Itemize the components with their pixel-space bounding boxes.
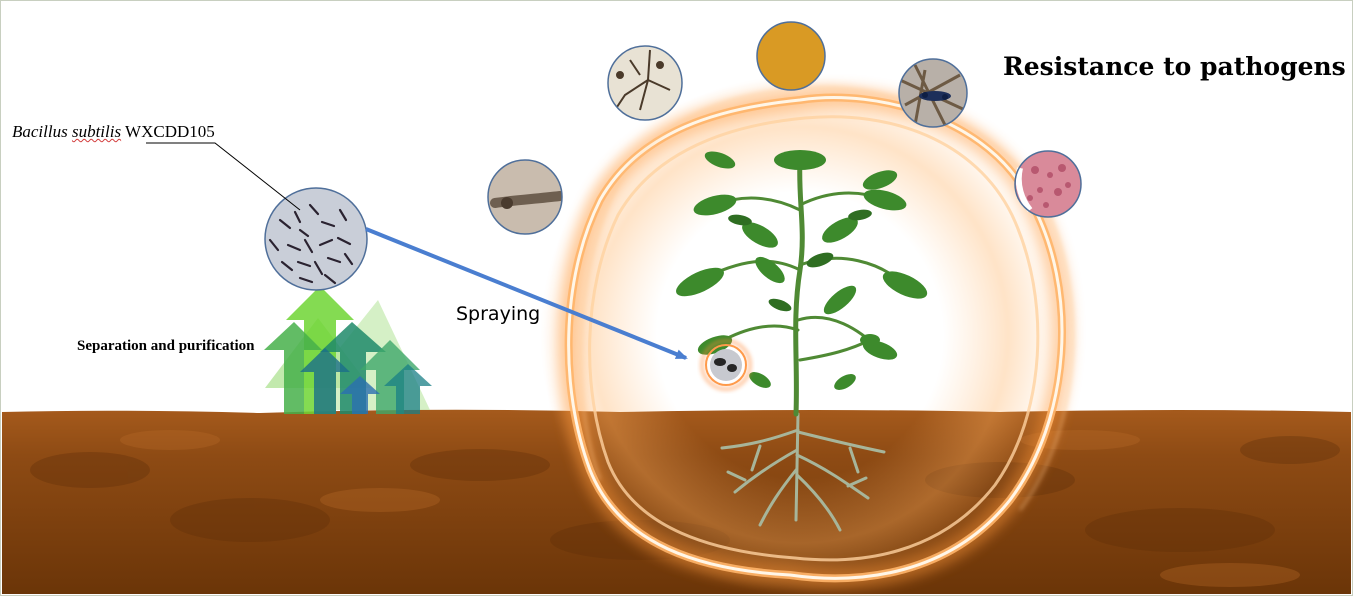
spraying-arrow [365,227,688,360]
pathogen-sample-2 [607,45,683,121]
pathogen-sample-5 [1014,150,1082,218]
spray-target-spot [700,339,752,391]
growth-arrows [264,286,432,414]
bacillus-microscope-circle [264,187,368,291]
organism-species: subtilis [71,122,122,141]
pathogen-sample-1 [487,159,563,235]
plant-leaves [676,150,928,390]
pathogen-sample-4 [898,58,968,128]
separation-label: Separation and purification [77,338,255,354]
spraying-label: Spraying [456,303,541,325]
organism-genus: Bacillus [12,122,68,141]
plant-roots [720,412,886,532]
organism-strain: WXCDD105 [125,122,215,141]
label-leader-line [146,142,301,211]
pathogen-sample-3 [756,21,826,91]
bacillus-strain-label: Bacillus subtilis WXCDD105 [12,122,215,142]
diagram-title: Resistance to pathogens [1003,52,1346,81]
